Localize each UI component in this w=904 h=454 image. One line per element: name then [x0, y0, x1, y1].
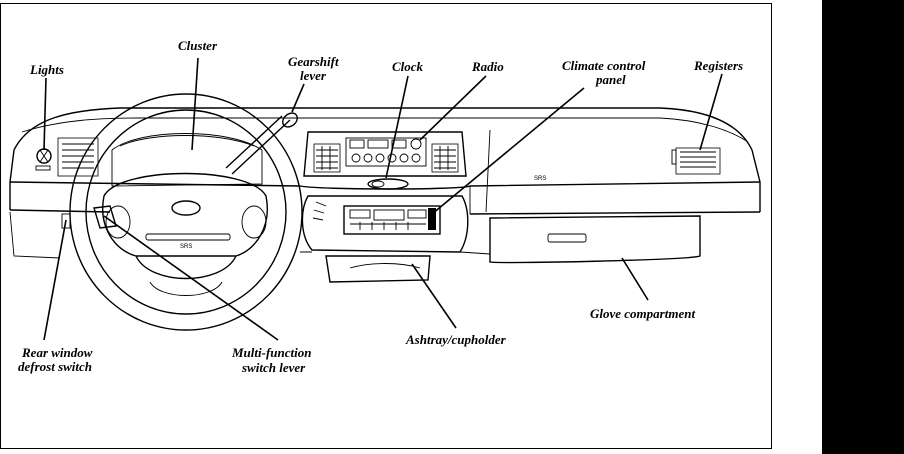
label-cluster: Cluster: [178, 38, 218, 53]
label-gearshift-2: lever: [300, 68, 327, 83]
ashtray-leader: [411, 263, 457, 329]
glove-box-door: [489, 215, 701, 264]
climate-panel: [343, 205, 441, 235]
ashtray-box: [325, 255, 431, 283]
radio-leader: [419, 75, 487, 141]
label-lights: Lights: [29, 62, 64, 77]
leader-lines: [43, 57, 723, 341]
label-rear-defrost-2: defrost switch: [18, 359, 92, 374]
label-gearshift-1: Gearshift: [288, 54, 339, 69]
cluster-leader: [191, 57, 199, 151]
label-glove: Glove compartment: [590, 306, 695, 321]
right-register: [671, 147, 721, 175]
clock: [367, 178, 409, 190]
rear-defrost-leader: [43, 219, 67, 341]
radio-unit: [303, 131, 467, 177]
lights-switch: [35, 148, 52, 171]
center-registers: [313, 143, 459, 173]
registers-leader: [699, 73, 723, 151]
page-edge-bar: [822, 0, 904, 454]
label-multifunction-1: Multi-function: [231, 345, 311, 360]
wheel-srs-text: SRS: [180, 244, 192, 250]
diagram-frame: [0, 3, 772, 449]
label-climate-2: panel: [595, 72, 626, 87]
dash-srs-text: SRS: [534, 176, 546, 182]
label-clock: Clock: [392, 59, 424, 74]
glove-box-handle: [547, 233, 587, 243]
label-ashtray: Ashtray/cupholder: [405, 332, 507, 347]
label-multifunction-2: switch lever: [241, 360, 306, 375]
clock-leader: [385, 75, 409, 179]
multifunction-leader: [103, 215, 279, 341]
lights-leader: [43, 77, 47, 151]
gearshift-leader: [291, 83, 305, 113]
steering-wheel: [61, 93, 303, 331]
label-rear-defrost-1: Rear window: [21, 345, 93, 360]
label-registers: Registers: [693, 58, 743, 73]
wheel-emblem: [171, 200, 201, 216]
gearshift-lever: [225, 112, 298, 175]
label-radio: Radio: [471, 59, 504, 74]
glove-leader: [621, 257, 649, 301]
climate-leader: [431, 87, 585, 215]
label-climate-1: Climate control: [562, 58, 646, 73]
